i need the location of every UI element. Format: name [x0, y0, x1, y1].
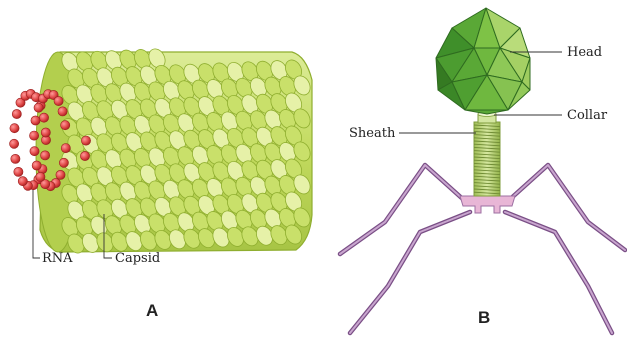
tmv-illustration: RNA Capsid A — [10, 46, 314, 320]
rna-bead — [61, 144, 70, 153]
rna-bead — [58, 107, 67, 116]
bacteriophage-illustration: Head Collar Sheath B — [340, 8, 625, 333]
rna-bead — [61, 121, 70, 130]
rna-bead — [11, 154, 20, 163]
rna-bead — [32, 161, 41, 170]
rna-bead — [10, 139, 19, 148]
rna-bead — [12, 109, 21, 118]
capsid-body — [36, 46, 313, 256]
capsid-subunits — [59, 46, 314, 256]
rna-bead — [81, 136, 90, 145]
collar-label: Collar — [567, 108, 608, 123]
panel-a-letter: A — [146, 301, 158, 320]
rna-bead — [59, 158, 68, 167]
rna-bead — [31, 116, 40, 125]
rna-bead — [80, 151, 89, 160]
rna-bead — [10, 124, 19, 133]
panel-b-letter: B — [478, 308, 490, 327]
rna-bead — [34, 103, 43, 112]
rna-bead — [29, 131, 38, 140]
capsid-label: Capsid — [115, 251, 160, 266]
tail-sheath — [474, 122, 500, 196]
head-capsid — [436, 8, 530, 114]
rna-bead — [14, 167, 23, 176]
rna-bead — [56, 170, 65, 179]
rna-bead — [54, 96, 63, 105]
rna-bead — [39, 113, 48, 122]
rna-bead — [41, 151, 50, 160]
rna-bead — [41, 128, 50, 137]
rna-bead — [30, 147, 39, 156]
sheath-label: Sheath — [349, 126, 396, 141]
rna-label: RNA — [42, 251, 73, 266]
rna-bead — [36, 172, 45, 181]
head-label: Head — [567, 45, 602, 60]
rna-bead — [18, 177, 27, 186]
